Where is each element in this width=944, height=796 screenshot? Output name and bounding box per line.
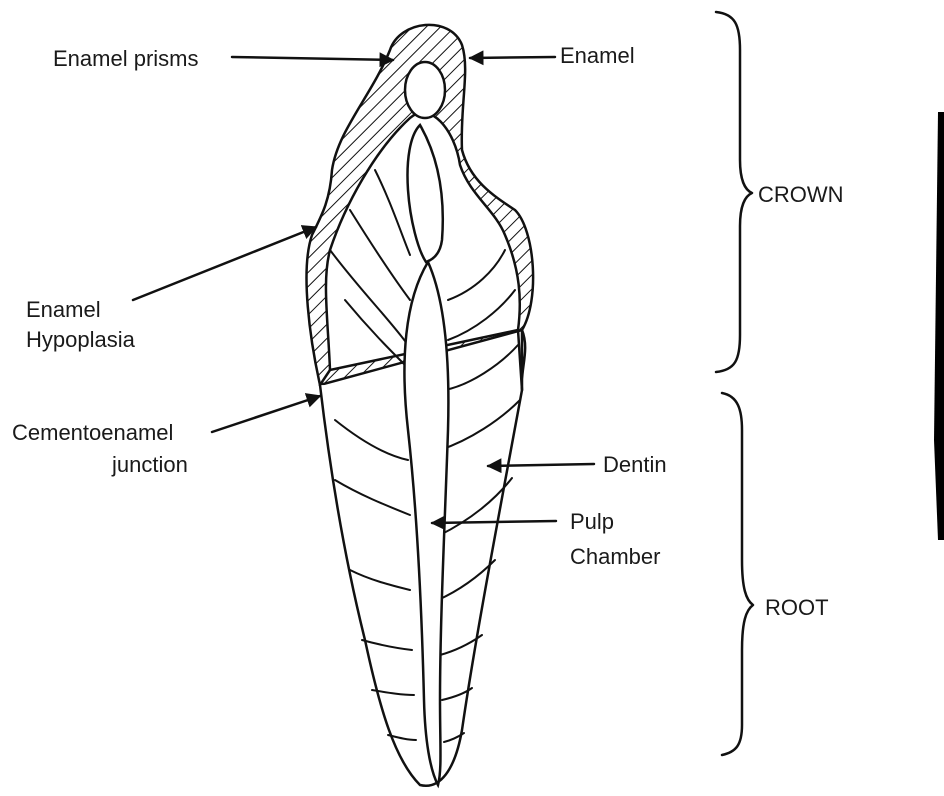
- dentin-label: Dentin: [603, 452, 667, 477]
- decorative-bar: [934, 112, 944, 540]
- root-label: ROOT: [765, 595, 829, 620]
- cej-label-line1: Cementoenamel: [12, 420, 173, 445]
- root-brace: [722, 393, 753, 755]
- enamel-label: Enamel: [560, 43, 635, 68]
- enamel-hypoplasia-label-line2: Hypoplasia: [26, 327, 136, 352]
- enamel-prisms-arrow: [232, 57, 393, 60]
- enamel-prisms-label: Enamel prisms: [53, 46, 198, 71]
- pulp-chamber-label-line2: Chamber: [570, 544, 660, 569]
- tooth: [307, 25, 534, 786]
- crown-label: CROWN: [758, 182, 844, 207]
- enamel-arrow: [470, 57, 555, 58]
- enamel-hypoplasia-label-line1: Enamel: [26, 297, 101, 322]
- pulp-chamber-label-line1: Pulp: [570, 509, 614, 534]
- cej-label-line2: junction: [111, 452, 188, 477]
- enamel-prisms-circle: [405, 62, 445, 118]
- crown-brace: [716, 12, 752, 372]
- cej-arrow: [212, 396, 320, 432]
- enamel-hypoplasia-arrow: [133, 227, 316, 300]
